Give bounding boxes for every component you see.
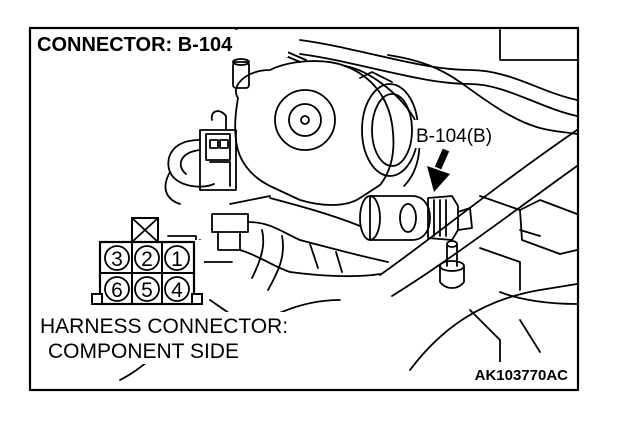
callout-backdrop [414,120,516,148]
harness-label-line2: COMPONENT SIDE [48,340,239,363]
pin-label: 4 [171,279,183,302]
connector-pinout: 3 2 1 6 5 4 [90,217,204,306]
pin-2 [134,245,160,271]
pin-3 [104,245,130,271]
pin-1 [164,245,190,271]
pin-label: 3 [111,248,123,271]
pin-4 [164,276,190,302]
diagram-title: CONNECTOR: B-104 [37,34,233,56]
title-backdrop [32,30,288,57]
pin-label: 5 [141,279,153,302]
harness-backdrop [32,312,356,364]
pin-6 [104,276,130,302]
pin-label: 1 [171,248,183,271]
figure-code: AK103770AC [475,367,569,384]
harness-label-line1: HARNESS CONNECTOR: [40,315,288,338]
pin-label: 6 [111,279,123,302]
code-backdrop [442,362,574,386]
pin-label: 2 [141,248,153,271]
pin-5 [134,276,160,302]
lock-tab-x [131,217,159,243]
connector-callout: B-104(B) [416,126,492,147]
pointer-arrow [427,148,450,192]
